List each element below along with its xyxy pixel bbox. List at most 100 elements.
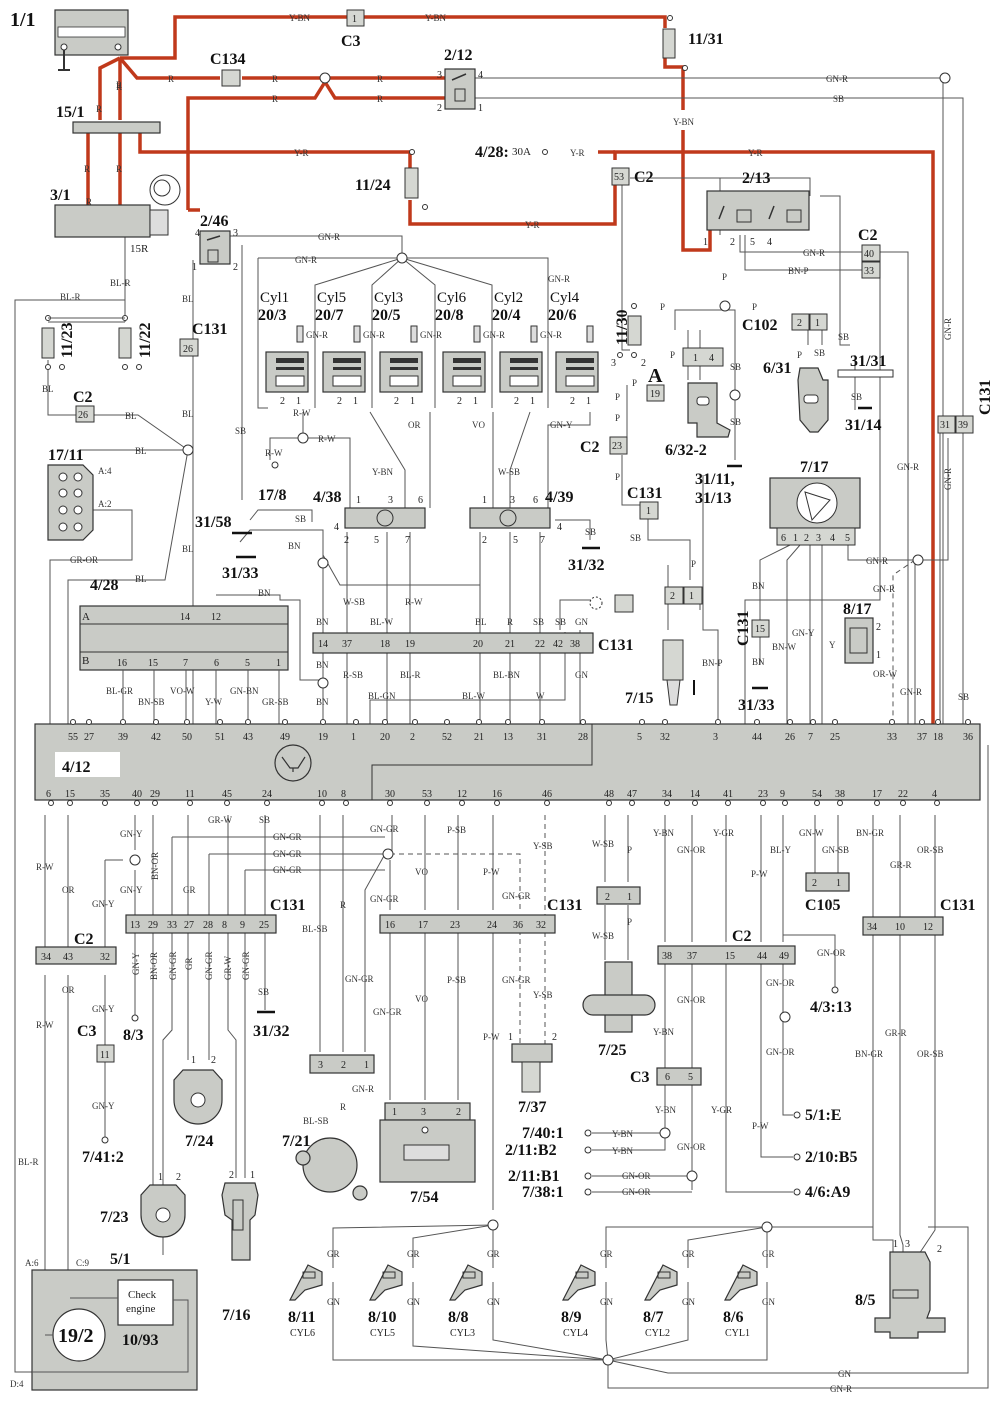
svg-text:SB: SB — [814, 348, 825, 358]
svg-text:1: 1 — [250, 1170, 255, 1181]
connector-c131-31-39: 31 39 C131 GN-R GN-R GN-R — [897, 318, 994, 490]
svg-text:Check: Check — [128, 1289, 157, 1301]
svg-text:B: B — [82, 655, 89, 667]
svg-text:BL: BL — [182, 294, 194, 304]
pin-terminal — [152, 800, 158, 806]
svg-text:C102: C102 — [742, 317, 778, 334]
svg-text:BL-GN: BL-GN — [368, 691, 396, 701]
svg-text:P: P — [797, 350, 802, 360]
svg-text:31: 31 — [940, 420, 950, 431]
relay-2-12: 2/12 3 4 2 1 — [437, 47, 483, 114]
svg-text:4/38: 4/38 — [313, 489, 341, 506]
svg-text:C2: C2 — [73, 389, 93, 406]
pin-label: 36 — [513, 920, 523, 931]
pin-terminal — [444, 719, 450, 725]
pin-terminal — [919, 719, 925, 725]
pin-terminal — [935, 719, 941, 725]
svg-text:2: 2 — [552, 1032, 557, 1043]
svg-text:P: P — [615, 392, 620, 402]
svg-text:GN-R: GN-R — [830, 1384, 852, 1394]
svg-text:GN-SB: GN-SB — [822, 845, 849, 855]
pin-terminal — [424, 800, 430, 806]
idle-valve-8-5: 1 3 2 8/5 — [855, 1239, 946, 1339]
svg-text:3/1: 3/1 — [50, 187, 70, 204]
svg-text:1: 1 — [364, 1060, 369, 1071]
svg-text:GN: GN — [327, 1297, 340, 1307]
svg-text:P: P — [615, 472, 620, 482]
svg-text:R-W: R-W — [318, 434, 336, 444]
svg-text:CYL6: CYL6 — [290, 1328, 315, 1339]
splice-bl — [182, 444, 194, 456]
pin-terminal — [476, 719, 482, 725]
svg-text:OR-W: OR-W — [873, 669, 897, 679]
svg-text:11/22: 11/22 — [137, 322, 154, 358]
svg-text:6: 6 — [665, 1072, 670, 1083]
pin-terminal — [343, 800, 349, 806]
svg-text:4: 4 — [709, 353, 714, 364]
svg-text:GN-R: GN-R — [943, 468, 953, 490]
pin-terminal — [692, 800, 698, 806]
svg-text:R-W: R-W — [293, 408, 311, 418]
pin-label: 44 — [752, 732, 762, 743]
svg-text:C131: C131 — [735, 610, 752, 646]
pin-label: 19 — [318, 732, 328, 743]
connector-c3-bottom: 6 5 C3 Y-BN GN-OR Y-GR P-W — [630, 1067, 769, 1152]
pin-label: 10 — [317, 789, 327, 800]
svg-text:BL-BN: BL-BN — [493, 670, 521, 680]
splice-bn — [317, 557, 329, 569]
svg-text:3: 3 — [611, 358, 616, 369]
svg-text:Y-R: Y-R — [748, 148, 763, 158]
svg-text:31/32: 31/32 — [568, 557, 604, 574]
pin-terminal — [662, 719, 668, 725]
svg-text:R: R — [507, 617, 513, 627]
pin-label: 19 — [405, 639, 415, 650]
svg-text:GN: GN — [575, 617, 588, 627]
svg-text:15R: 15R — [130, 243, 149, 255]
svg-text:8/17: 8/17 — [843, 601, 871, 618]
instrument-cluster-5-1: Check engine 19/2 10/93 5/1 A:6 C:9 D:4 — [10, 1251, 198, 1391]
ground-31-33b: 31/33 — [738, 686, 774, 714]
svg-text:GR-R: GR-R — [890, 860, 912, 870]
svg-text:BL: BL — [182, 544, 194, 554]
svg-text:1: 1 — [191, 1055, 196, 1066]
svg-text:Y-GR: Y-GR — [711, 1105, 732, 1115]
pin-label: 34 — [867, 922, 877, 933]
pin-terminal — [965, 719, 971, 725]
svg-text:SB: SB — [730, 417, 741, 427]
svg-text:BN-P: BN-P — [788, 266, 809, 276]
svg-text:P: P — [660, 302, 665, 312]
svg-text:GN-Y: GN-Y — [131, 952, 141, 975]
svg-text:3: 3 — [421, 1107, 426, 1118]
pin-label: 38 — [570, 639, 580, 650]
svg-text:P-SB: P-SB — [447, 975, 466, 985]
svg-text:11/24: 11/24 — [355, 177, 391, 194]
pin-label: 54 — [812, 789, 822, 800]
svg-text:CYL1: CYL1 — [725, 1328, 750, 1339]
svg-text:A:6: A:6 — [25, 1258, 39, 1268]
svg-text:Y-BN: Y-BN — [372, 467, 394, 477]
pin-label: 8 — [222, 920, 227, 931]
pin-terminal — [319, 800, 325, 806]
pin-label: 42 — [151, 732, 161, 743]
ground-31-32a: 31/32 SB SB — [568, 527, 641, 574]
svg-text:GN-GR: GN-GR — [273, 865, 302, 875]
svg-text:8/11: 8/11 — [288, 1309, 316, 1326]
svg-text:Y-R: Y-R — [525, 220, 540, 230]
svg-text:2/46: 2/46 — [200, 213, 228, 230]
svg-text:5: 5 — [688, 1072, 693, 1083]
splice-p — [719, 300, 731, 312]
svg-text:1: 1 — [693, 353, 698, 364]
svg-text:BL-SB: BL-SB — [302, 924, 328, 934]
pin-label: 23 — [450, 920, 460, 931]
pin-label: 51 — [215, 732, 225, 743]
svg-text:BL: BL — [182, 409, 194, 419]
svg-text:15/1: 15/1 — [56, 104, 84, 121]
svg-text:GN-Y: GN-Y — [120, 829, 143, 839]
svg-text:BN: BN — [288, 541, 301, 551]
svg-text:Y-BN: Y-BN — [425, 13, 447, 23]
svg-text:7/54: 7/54 — [410, 1189, 438, 1206]
